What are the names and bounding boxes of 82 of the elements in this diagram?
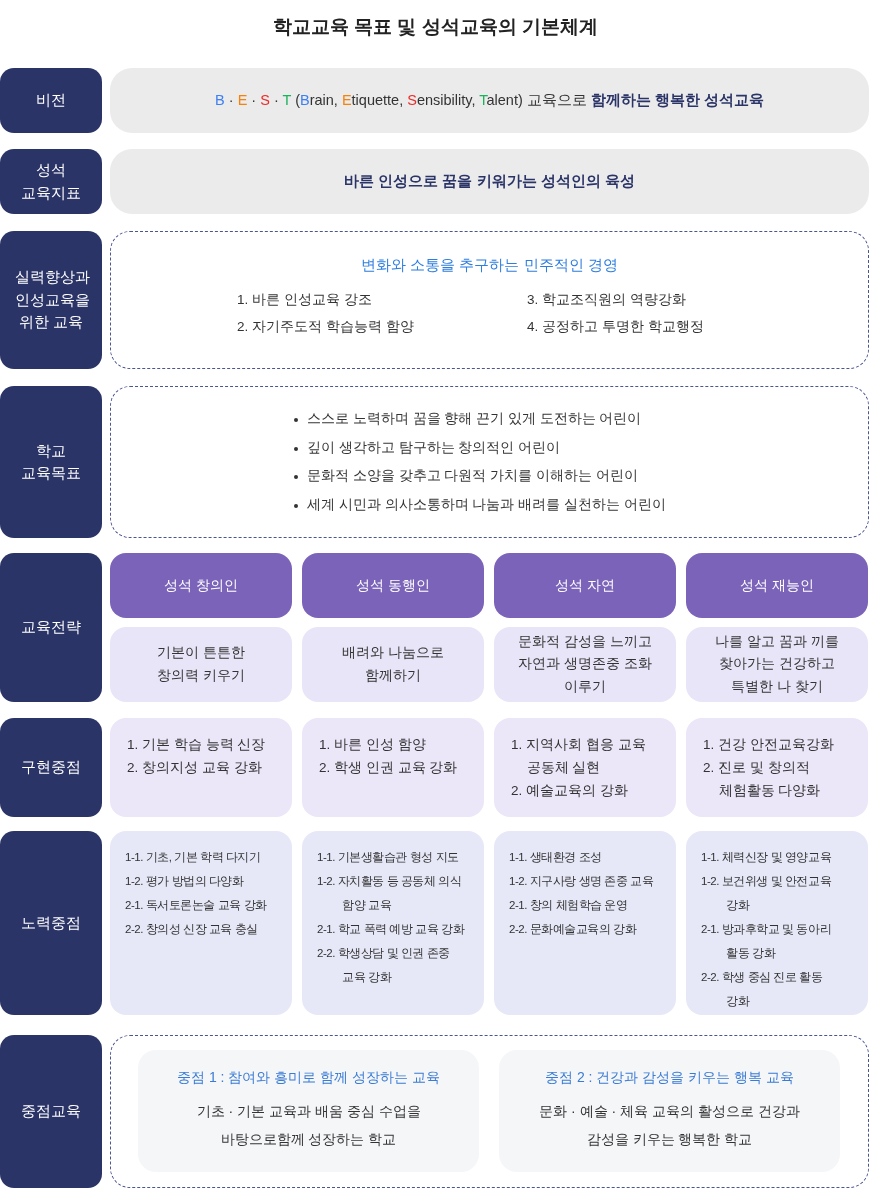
section-label: 교육전략 <box>21 617 81 638</box>
diagram-title: 학교교육 목표 및 성석교육의 기본체계 <box>272 15 599 39</box>
bullet-item: 깊이 생각하고 탐구하는 창의적인 어린이 <box>293 433 560 462</box>
section-label: 성석 교육지표 <box>20 160 82 203</box>
effort-panel <box>110 831 292 1015</box>
section-label-panel <box>0 718 102 817</box>
focus-panel <box>110 718 292 817</box>
section-label: 학교 교육목표 <box>20 440 82 483</box>
section-label-panel <box>0 386 102 538</box>
strategy-title: 성석 재능인 <box>740 576 814 595</box>
list-item: 2. 자기주도적 학습능력 함양 <box>237 318 414 336</box>
card-text: 기초 · 기본 교육과 배움 중심 수업을 바탕으로함께 성장하는 학교 <box>195 1102 422 1149</box>
strategy-header-panel <box>494 553 676 618</box>
bullet-item: 세계 시민과 의사소통하며 나눔과 배려를 실천하는 어린이 <box>293 490 666 519</box>
section-label-panel <box>0 1035 102 1188</box>
card-text: 문화 · 예술 · 체육 교육의 활성으로 건강과 감성을 키우는 행복한 학교 <box>538 1102 801 1149</box>
list-item: 2. 진로 및 창의적 체험활동 다양화 <box>703 759 822 800</box>
section-label-panel <box>0 831 102 1015</box>
list-item: 2-1. 학교 폭력 예방 교육 강화 <box>317 922 465 937</box>
strategy-header-panel <box>686 553 868 618</box>
list-item: 1-2. 보건위생 및 안전교육 강화 <box>701 874 833 913</box>
strategy-header-panel <box>302 553 484 618</box>
dashed-panel <box>110 386 869 538</box>
effort-panel <box>686 831 868 1015</box>
dashed-panel <box>110 231 869 369</box>
list-item: 2-2. 학생 중심 진로 활동 강화 <box>701 970 824 1009</box>
list-item: 3. 학교조직원의 역량강화 <box>527 291 686 309</box>
panel-heading: 변화와 소통을 추구하는 민주적인 경영 <box>361 256 618 275</box>
bullet-item: 스스로 노력하며 꿈을 향해 끈기 있게 도전하는 어린이 <box>293 405 642 434</box>
section-label: 구현중점 <box>21 757 81 778</box>
list-item: 2-1. 창의 체험학습 운영 <box>509 898 628 913</box>
statement-text: B · E · S · T (Brain, Etiquette, Sensibility, Talent) 교육으로 함께하는 행복한 성석교육 <box>215 91 764 110</box>
card-heading: 중점 2 : 건강과 감성을 키우는 행복 교육 <box>545 1069 794 1087</box>
list-item: 4. 공정하고 투명한 학교행정 <box>527 318 704 336</box>
strategy-header-panel <box>110 553 292 618</box>
section-label-panel <box>0 231 102 369</box>
focus-panel <box>302 718 484 817</box>
strategy-description: 기본이 튼튼한 창의력 키우기 <box>156 644 246 685</box>
list-item: 1-1. 생태환경 조성 <box>509 850 602 865</box>
card-heading: 중점 1 : 참여와 흥미로 함께 성장하는 교육 <box>177 1069 440 1087</box>
strategy-panel <box>302 627 484 702</box>
effort-panel <box>494 831 676 1015</box>
statement-text: 바른 인성으로 꿈을 키워가는 성석인의 육성 <box>344 172 635 191</box>
section-label-panel <box>0 68 102 133</box>
list-item: 1. 건강 안전교육강화 <box>703 736 834 754</box>
list-item: 1. 바른 인성교육 강조 <box>237 291 372 309</box>
list-item: 1-2. 평가 방법의 다양화 <box>125 874 244 889</box>
list-item: 1-1. 기초, 기본 학력 다지기 <box>125 850 261 865</box>
list-item: 2-2. 창의성 신장 교육 충실 <box>125 922 258 937</box>
focus-panel <box>494 718 676 817</box>
list-item: 2-1. 독서토론논술 교육 강화 <box>125 898 267 913</box>
strategy-description: 문화적 감성을 느끼고 자연과 생명존중 조화 이루기 <box>517 633 653 696</box>
strategy-description: 나를 알고 꿈과 끼를 찾아가는 건강하고 특별한 나 찾기 <box>714 633 840 696</box>
list-item: 1. 기본 학습 능력 신장 <box>127 736 266 754</box>
section-label: 노력중점 <box>21 912 81 933</box>
focus-panel <box>686 718 868 817</box>
section-label-panel <box>0 553 102 702</box>
list-item: 1. 바른 인성 함양 <box>319 736 426 754</box>
list-item: 1-2. 지구사랑 생명 존중 교육 <box>509 874 654 889</box>
section-label-panel <box>0 149 102 214</box>
list-item: 1-1. 체력신장 및 영양교육 <box>701 850 832 865</box>
list-item: 1-1. 기본생활습관 형성 지도 <box>317 850 459 865</box>
strategy-panel <box>686 627 868 702</box>
strategy-panel <box>110 627 292 702</box>
list-item: 2. 학생 인권 교육 강화 <box>319 759 458 777</box>
list-item: 2. 창의지성 교육 강화 <box>127 759 262 777</box>
strategy-title: 성석 동행인 <box>356 576 430 595</box>
strategy-title: 성석 자연 <box>555 576 615 595</box>
strategy-title: 성석 창의인 <box>164 576 238 595</box>
list-item: 2. 예술교육의 강화 <box>511 782 628 800</box>
dashed-frame <box>110 1035 869 1188</box>
list-item: 2-2. 문화예술교육의 강화 <box>509 922 637 937</box>
section-label: 중점교육 <box>21 1101 81 1122</box>
section-label: 비전 <box>36 90 66 111</box>
list-item: 1. 지역사회 협응 교육 공동체 실현 <box>511 736 647 777</box>
list-item: 2-2. 학생상담 및 인권 존중 교육 강화 <box>317 946 451 985</box>
list-item: 2-1. 방과후학교 및 동아리 활동 강화 <box>701 922 833 961</box>
list-item: 1-2. 자치활동 등 공동체 의식 함양 교육 <box>317 874 463 913</box>
strategy-panel <box>494 627 676 702</box>
strategy-description: 배려와 나눔으로 함께하기 <box>341 644 445 685</box>
bullet-item: 문화적 소양을 갖추고 다원적 가치를 이해하는 어린이 <box>293 462 638 491</box>
effort-panel <box>302 831 484 1015</box>
